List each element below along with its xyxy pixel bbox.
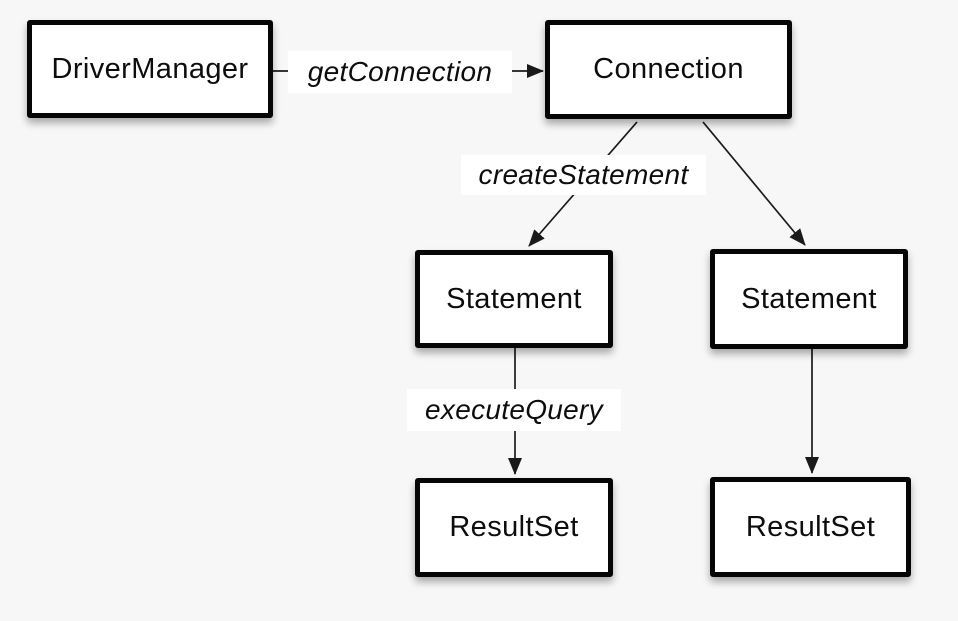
node-driver-manager-label: DriverManager <box>51 52 249 85</box>
node-statement-left-label: Statement <box>446 282 582 315</box>
node-statement-right: Statement <box>710 249 908 349</box>
edge-label-execute-query: executeQuery <box>407 389 621 431</box>
node-resultset-left: ResultSet <box>415 478 613 577</box>
node-connection: Connection <box>545 20 792 119</box>
node-resultset-left-label: ResultSet <box>449 511 579 543</box>
edge-label-create-statement: createStatement <box>461 155 706 195</box>
node-driver-manager: DriverManager <box>27 20 273 118</box>
edge-label-execute-query-text: executeQuery <box>425 394 603 425</box>
node-statement-left: Statement <box>415 250 613 348</box>
edge-label-get-connection: getConnection <box>288 51 512 93</box>
edge-label-get-connection-text: getConnection <box>307 56 493 87</box>
edge-connection-to-statement-right <box>702 121 806 246</box>
edge-label-create-statement-text: createStatement <box>478 159 689 190</box>
node-resultset-right-label: ResultSet <box>745 510 876 543</box>
node-resultset-right: ResultSet <box>710 477 911 577</box>
node-statement-right-label: Statement <box>741 282 877 315</box>
node-connection-label: Connection <box>593 53 744 85</box>
